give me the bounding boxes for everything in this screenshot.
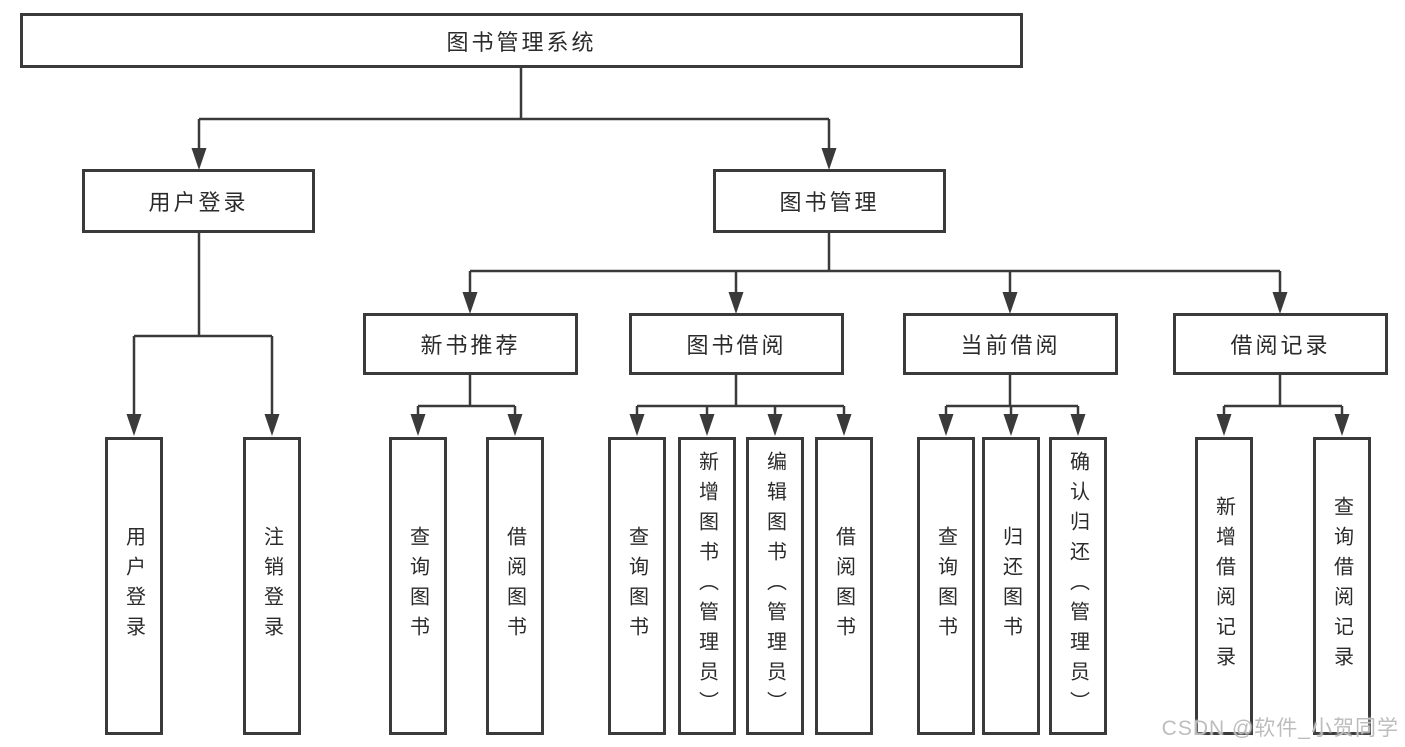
node-new-book-recommend: 新书推荐	[363, 313, 578, 375]
node-label: 借阅记录	[1230, 333, 1331, 358]
node-user-login-group: 用户登录	[82, 169, 315, 233]
node-label: 图书借阅	[686, 333, 787, 358]
leaf-query-books-recommend: 查询图书	[389, 437, 447, 735]
node-label: 用户登录	[148, 190, 249, 215]
node-label: 图书管理系统	[446, 29, 597, 55]
node-label: 新增借阅记录	[1212, 496, 1235, 676]
node-label: 归还图书	[999, 526, 1022, 646]
leaf-query-books-current: 查询图书	[917, 437, 975, 735]
node-book-management: 图书管理	[713, 169, 946, 233]
node-label: 图书管理	[779, 190, 880, 215]
leaf-borrow-books-borrow: 借阅图书	[815, 437, 873, 735]
node-label: 注销登录	[260, 526, 283, 646]
node-label: 查询图书	[625, 526, 648, 646]
node-label: 当前借阅	[960, 333, 1061, 358]
csdn-watermark: CSDN @软件_小贺同学	[1161, 717, 1399, 740]
leaf-edit-book-admin: 编辑图书（管理员）	[746, 437, 804, 735]
leaf-borrow-books-recommend: 借阅图书	[486, 437, 544, 735]
node-borrow-records: 借阅记录	[1173, 313, 1388, 375]
node-label: 用户登录	[122, 526, 145, 646]
node-label: 编辑图书（管理员）	[763, 451, 786, 721]
leaf-query-borrow-record: 查询借阅记录	[1313, 437, 1371, 735]
node-label: 新增图书（管理员）	[695, 451, 718, 721]
node-label: 确认归还（管理员）	[1066, 451, 1089, 721]
node-label: 新书推荐	[420, 333, 521, 358]
leaf-confirm-return-admin: 确认归还（管理员）	[1049, 437, 1107, 735]
node-label: 查询借阅记录	[1330, 496, 1353, 676]
leaf-user-login: 用户登录	[105, 437, 163, 735]
leaf-return-book: 归还图书	[982, 437, 1040, 735]
node-label: 借阅图书	[832, 526, 855, 646]
node-library-system: 图书管理系统	[20, 13, 1023, 68]
node-label: 查询图书	[406, 526, 429, 646]
leaf-query-books-borrow: 查询图书	[608, 437, 666, 735]
leaf-add-borrow-record: 新增借阅记录	[1195, 437, 1253, 735]
node-label: 借阅图书	[503, 526, 526, 646]
leaf-logout: 注销登录	[243, 437, 301, 735]
node-label: 查询图书	[934, 526, 957, 646]
node-book-borrow: 图书借阅	[629, 313, 844, 375]
leaf-add-book-admin: 新增图书（管理员）	[678, 437, 736, 735]
node-current-borrow: 当前借阅	[903, 313, 1118, 375]
